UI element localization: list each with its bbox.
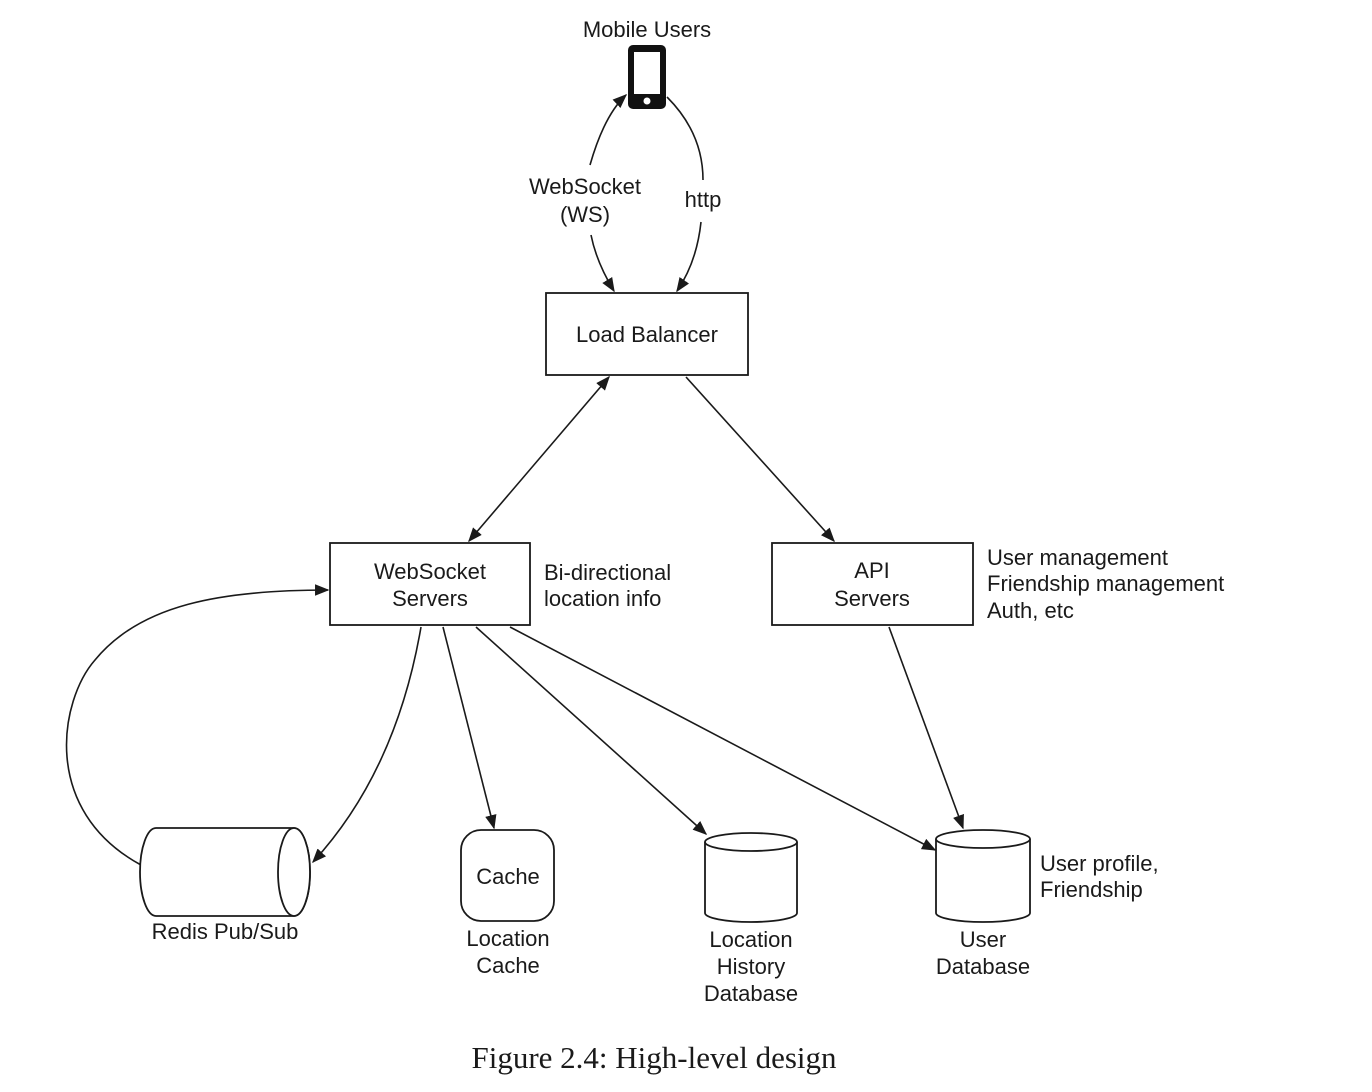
user-db-note-line2: Friendship <box>1040 877 1143 902</box>
websocket-servers-label-line1: WebSocket <box>374 559 486 584</box>
edge-redis-to-websocket-servers <box>65 584 330 866</box>
edge-http-to-load-balancer <box>676 221 702 293</box>
redis-pubsub-label: Redis Pub/Sub <box>152 919 299 944</box>
edge-label-websocket: WebSocket <box>529 174 641 199</box>
location-history-db-label-line1: Location <box>709 927 792 952</box>
edge-websocket-servers-to-redis <box>312 626 422 864</box>
edge-websocket-servers-to-location-history-db <box>475 626 708 835</box>
api-servers-note-line2: Friendship management <box>987 571 1224 596</box>
websocket-servers-node <box>329 542 531 626</box>
figure-caption: Figure 2.4: High-level design <box>471 1040 837 1075</box>
location-history-db-label-line2: History <box>717 954 785 979</box>
user-db-label-line2: Database <box>936 954 1030 979</box>
websocket-servers-label-line2: Servers <box>392 586 468 611</box>
api-servers-label-line2: Servers <box>834 586 910 611</box>
location-cache-node <box>460 829 555 922</box>
websocket-servers-note-line1: Bi-directional <box>544 560 671 585</box>
user-db-note-line1: User profile, <box>1040 851 1159 876</box>
edge-websocket-servers-to-user-db <box>509 626 937 851</box>
edge-http <box>666 96 704 181</box>
load-balancer-node <box>545 292 749 376</box>
edge-load-balancer-websocket-servers <box>468 375 610 543</box>
location-cache-label-line1: Location <box>466 926 549 951</box>
api-servers-node <box>771 542 974 626</box>
edge-load-balancer-api-servers <box>685 376 835 543</box>
edge-label-ws: (WS) <box>560 202 610 227</box>
mobile-users-label: Mobile Users <box>583 17 711 42</box>
edge-websocket-to-load-balancer <box>590 234 615 293</box>
api-servers-label-line1: API <box>854 558 889 583</box>
user-db-node <box>935 829 1031 923</box>
smartphone-icon <box>628 45 666 109</box>
location-cache-inner-label: Cache <box>476 864 540 889</box>
user-db-label-line1: User <box>960 927 1006 952</box>
edge-api-servers-to-user-db <box>888 626 964 830</box>
load-balancer-label: Load Balancer <box>576 322 718 347</box>
websocket-servers-note-line2: location info <box>544 586 661 611</box>
edge-websocket-servers-to-cache <box>442 626 497 830</box>
edge-websocket-to-mobile <box>589 94 628 166</box>
edge-label-http: http <box>685 187 722 212</box>
location-history-db-node <box>704 832 798 923</box>
location-cache-label-line2: Cache <box>476 953 540 978</box>
api-servers-note-line1: User management <box>987 545 1168 570</box>
redis-pubsub-node <box>139 827 311 917</box>
location-history-db-label-line3: Database <box>704 981 798 1006</box>
api-servers-note-line3: Auth, etc <box>987 598 1074 623</box>
